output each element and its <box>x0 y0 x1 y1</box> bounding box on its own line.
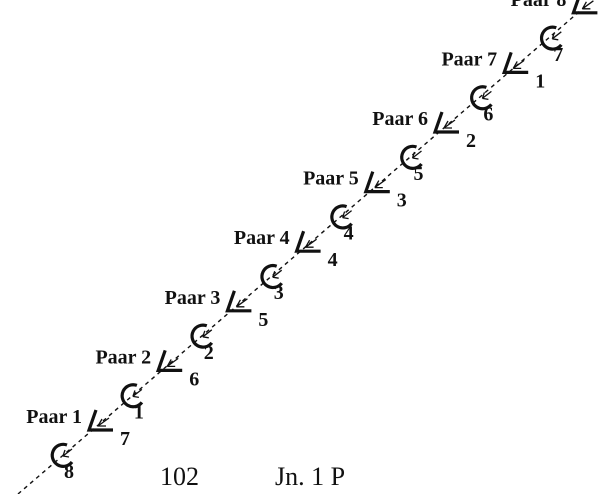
pair-label-3: Paar 3 <box>165 287 221 309</box>
figure-code: Jn. 1 P <box>275 462 346 491</box>
woman-number-6: 5 <box>414 163 424 185</box>
woman-position-icon-2 <box>120 383 144 409</box>
dashed-line-layer <box>17 4 588 494</box>
woman-number-4: 3 <box>274 282 284 304</box>
man-position-icon-8 <box>571 0 598 15</box>
man-position-icon-1 <box>86 409 113 432</box>
woman-position-icon-7 <box>470 85 493 111</box>
man-number-5: 3 <box>397 190 407 212</box>
pair-label-8: Paar 8 <box>511 0 567 11</box>
pair-label-2: Paar 2 <box>95 346 151 368</box>
pair-label-4: Paar 4 <box>234 227 290 249</box>
woman-number-1: 8 <box>64 461 74 483</box>
woman-position-icon-5 <box>330 204 353 230</box>
pair-label-5: Paar 5 <box>303 168 359 190</box>
woman-position-icon-1 <box>50 442 74 468</box>
man-number-1: 7 <box>120 428 130 450</box>
page-number: 102 <box>160 462 199 491</box>
man-number-7: 1 <box>535 70 545 92</box>
pair-label-7: Paar 7 <box>441 48 497 70</box>
woman-number-3: 2 <box>204 342 214 364</box>
man-number-6: 2 <box>466 130 476 152</box>
woman-number-5: 4 <box>344 223 354 245</box>
woman-number-8: 7 <box>553 44 563 66</box>
man-position-icon-7 <box>501 51 529 74</box>
man-position-icon-4 <box>294 230 321 253</box>
dashed-diagonal-line <box>17 4 588 494</box>
woman-position-icon-8 <box>539 25 563 51</box>
man-position-icon-6 <box>432 111 459 134</box>
woman-position-icon-4 <box>260 263 283 290</box>
pair-label-1: Paar 1 <box>26 406 82 428</box>
man-position-icon-2 <box>155 349 183 372</box>
woman-number-7: 6 <box>483 103 493 125</box>
woman-number-2: 1 <box>134 401 144 423</box>
woman-position-icon-3 <box>190 323 214 349</box>
man-position-icon-5 <box>363 171 390 194</box>
man-number-3: 5 <box>258 309 268 331</box>
symbol-layer <box>50 0 598 468</box>
woman-position-icon-6 <box>400 144 423 170</box>
man-number-4: 4 <box>328 249 338 271</box>
pair-label-6: Paar 6 <box>372 108 428 130</box>
man-position-icon-3 <box>225 290 252 313</box>
man-number-2: 6 <box>189 368 199 390</box>
